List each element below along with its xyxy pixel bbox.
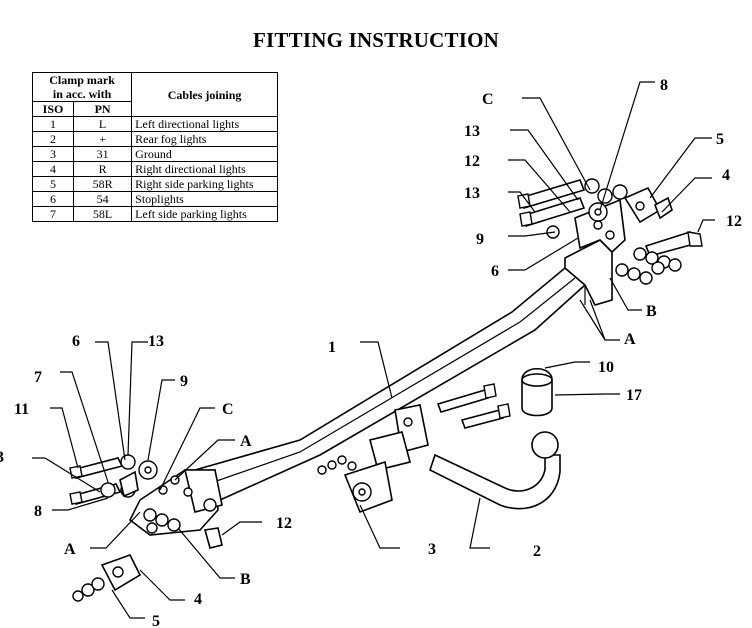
part-label: 10 <box>598 359 614 376</box>
table-header-row: Clamp mark in acc. with Cables joining <box>31 72 278 117</box>
part-label: 6 <box>72 333 80 350</box>
crossbar <box>193 239 613 501</box>
part-label: 1 <box>328 339 336 356</box>
part-label: 13 <box>464 123 480 140</box>
clamp-mark-header-line1: Clamp mark <box>49 73 115 87</box>
desc-cell: Left side parking lights <box>131 206 278 222</box>
pn-header: PN <box>72 101 133 117</box>
part-label: 4 <box>722 167 730 184</box>
part-label: 8 <box>34 503 42 520</box>
part-label: 12 <box>726 213 742 230</box>
part-label: 3 <box>428 541 436 558</box>
part-label: 17 <box>626 387 642 404</box>
part-label: 12 <box>464 153 480 170</box>
part-label: A <box>240 433 252 450</box>
part-label: 2 <box>533 543 541 560</box>
centre-plate <box>369 383 511 471</box>
part-label: 6 <box>491 263 499 280</box>
part-label: 9 <box>476 231 484 248</box>
part-label: 12 <box>276 515 292 532</box>
part-label: 13 <box>148 333 164 350</box>
iso-cell: 7 <box>32 206 74 222</box>
pn-cell: 54 <box>72 191 133 207</box>
part-label: 9 <box>180 373 188 390</box>
left-bracket <box>100 469 223 592</box>
electric-socket <box>317 455 393 514</box>
leader-lines <box>32 81 715 619</box>
desc-cell: Stoplights <box>131 191 278 207</box>
towball-neck <box>429 367 561 510</box>
part-label: C <box>482 91 494 108</box>
part-label: 5 <box>152 613 160 628</box>
clamp-mark-header-line2: in acc. with <box>52 87 112 101</box>
desc-cell: Right directional lights <box>131 161 278 177</box>
left-bolts <box>69 454 158 602</box>
desc-cell: Ground <box>131 146 278 162</box>
part-label: 11 <box>14 401 29 418</box>
right-bracket <box>517 178 703 285</box>
part-label: 4 <box>194 591 202 608</box>
part-label: B <box>646 303 657 320</box>
pn-cell: 58L <box>72 206 133 222</box>
part-label: C <box>222 401 234 418</box>
cable-table: Clamp mark in acc. with Cables joining I… <box>31 72 278 222</box>
pn-cell: 31 <box>72 146 133 162</box>
desc-cell: Right side parking lights <box>131 176 278 192</box>
part-label: A <box>624 331 636 348</box>
page-title: FITTING INSTRUCTION <box>253 28 499 52</box>
part-label: B <box>240 571 251 588</box>
clamp-mark-header: Clamp mark in acc. with <box>31 72 133 102</box>
part-label: 13 <box>464 185 480 202</box>
cables-joining-header: Cables joining <box>131 72 278 117</box>
part-label: 5 <box>716 131 724 148</box>
part-label: 8 <box>660 77 668 94</box>
part-label: 3 <box>0 449 4 466</box>
part-label: 7 <box>34 369 42 386</box>
part-label: A <box>64 541 76 558</box>
